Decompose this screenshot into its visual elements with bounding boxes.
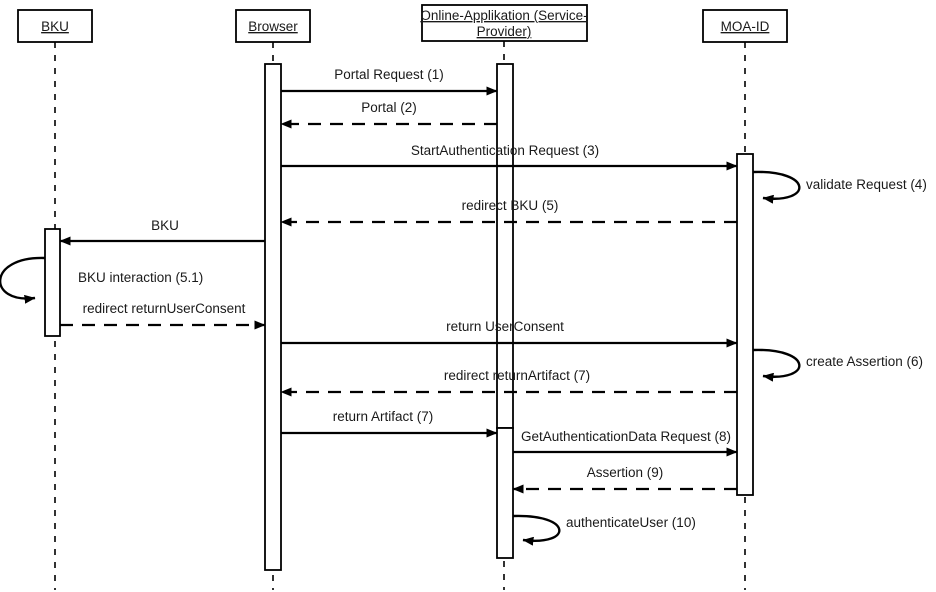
activation-bar-moaid[interactable] <box>736 153 754 496</box>
message-1[interactable]: Portal Request (1) <box>281 67 498 96</box>
lifeline-label-oa: Online-Applikation (Service- <box>420 8 587 23</box>
message-label-51: BKU <box>151 218 179 233</box>
message-7[interactable]: redirect returnArtifact (7) <box>280 368 737 397</box>
message-label-53: redirect returnUserConsent <box>83 301 246 316</box>
message-label-61: create Assertion (6) <box>806 354 923 369</box>
lifeline-box-oa[interactable] <box>421 4 588 42</box>
message-61[interactable]: create Assertion (6) <box>752 348 923 382</box>
message-71[interactable]: return Artifact (7) <box>281 409 498 438</box>
message-2[interactable]: Portal (2) <box>280 100 497 129</box>
message-8[interactable]: GetAuthenticationData Request (8) <box>513 429 738 457</box>
message-9[interactable]: Assertion (9) <box>512 465 737 494</box>
activation-bar-bku[interactable] <box>44 228 61 337</box>
message-label-1: Portal Request (1) <box>334 67 444 82</box>
activation-bar-layer <box>44 63 754 571</box>
message-label-52: BKU interaction (5.1) <box>78 270 203 285</box>
message-label-8: GetAuthenticationData Request (8) <box>521 429 731 444</box>
message-layer: Portal Request (1) Portal (2) StartAuthent… <box>0 67 927 546</box>
message-label-4: validate Request (4) <box>806 177 927 192</box>
activation-bar-browser[interactable] <box>264 63 282 571</box>
activation-bar-oa[interactable] <box>496 427 514 559</box>
message-5[interactable]: redirect BKU (5) <box>280 198 737 227</box>
lifeline-label2-oa: Provider) <box>477 24 532 39</box>
lifeline-label-moaid: MOA-ID <box>721 19 770 34</box>
message-53[interactable]: redirect returnUserConsent <box>60 301 266 330</box>
lifeline-header-moaid[interactable]: MOA-ID <box>702 9 788 43</box>
message-52[interactable]: BKU interaction (5.1) <box>0 256 203 304</box>
message-label-6: return UserConsent <box>446 319 564 334</box>
lifeline-box-browser[interactable] <box>235 9 311 43</box>
message-label-10: authenticateUser (10) <box>566 515 696 530</box>
lifeline-label-bku: BKU <box>41 19 69 34</box>
self-message-arrow-4 <box>752 170 801 204</box>
message-51[interactable]: BKU <box>59 218 265 246</box>
message-4[interactable]: validate Request (4) <box>752 170 927 204</box>
message-label-5: redirect BKU (5) <box>462 198 559 213</box>
self-message-arrow-52 <box>0 256 46 304</box>
lifeline-box-bku[interactable] <box>17 9 93 43</box>
message-3[interactable]: StartAuthentication Request (3) <box>281 143 738 171</box>
message-label-9: Assertion (9) <box>587 465 664 480</box>
message-label-7: redirect returnArtifact (7) <box>444 368 590 383</box>
self-message-arrow-61 <box>752 348 801 382</box>
lifeline-header-layer: BKU Browser Online-Applikation (Service-Pr… <box>17 4 788 43</box>
lifeline-label-browser: Browser <box>248 19 298 34</box>
message-10[interactable]: authenticateUser (10) <box>512 514 696 546</box>
message-label-2: Portal (2) <box>361 100 417 115</box>
message-label-3: StartAuthentication Request (3) <box>411 143 599 158</box>
lifeline-box-moaid[interactable] <box>702 9 788 43</box>
self-message-arrow-10 <box>512 514 561 546</box>
lifeline-header-oa[interactable]: Online-Applikation (Service-Provider) <box>420 4 588 42</box>
lifeline-header-bku[interactable]: BKU <box>17 9 93 43</box>
message-6[interactable]: return UserConsent <box>281 319 738 348</box>
message-label-71: return Artifact (7) <box>333 409 434 424</box>
lifeline-header-browser[interactable]: Browser <box>235 9 311 43</box>
